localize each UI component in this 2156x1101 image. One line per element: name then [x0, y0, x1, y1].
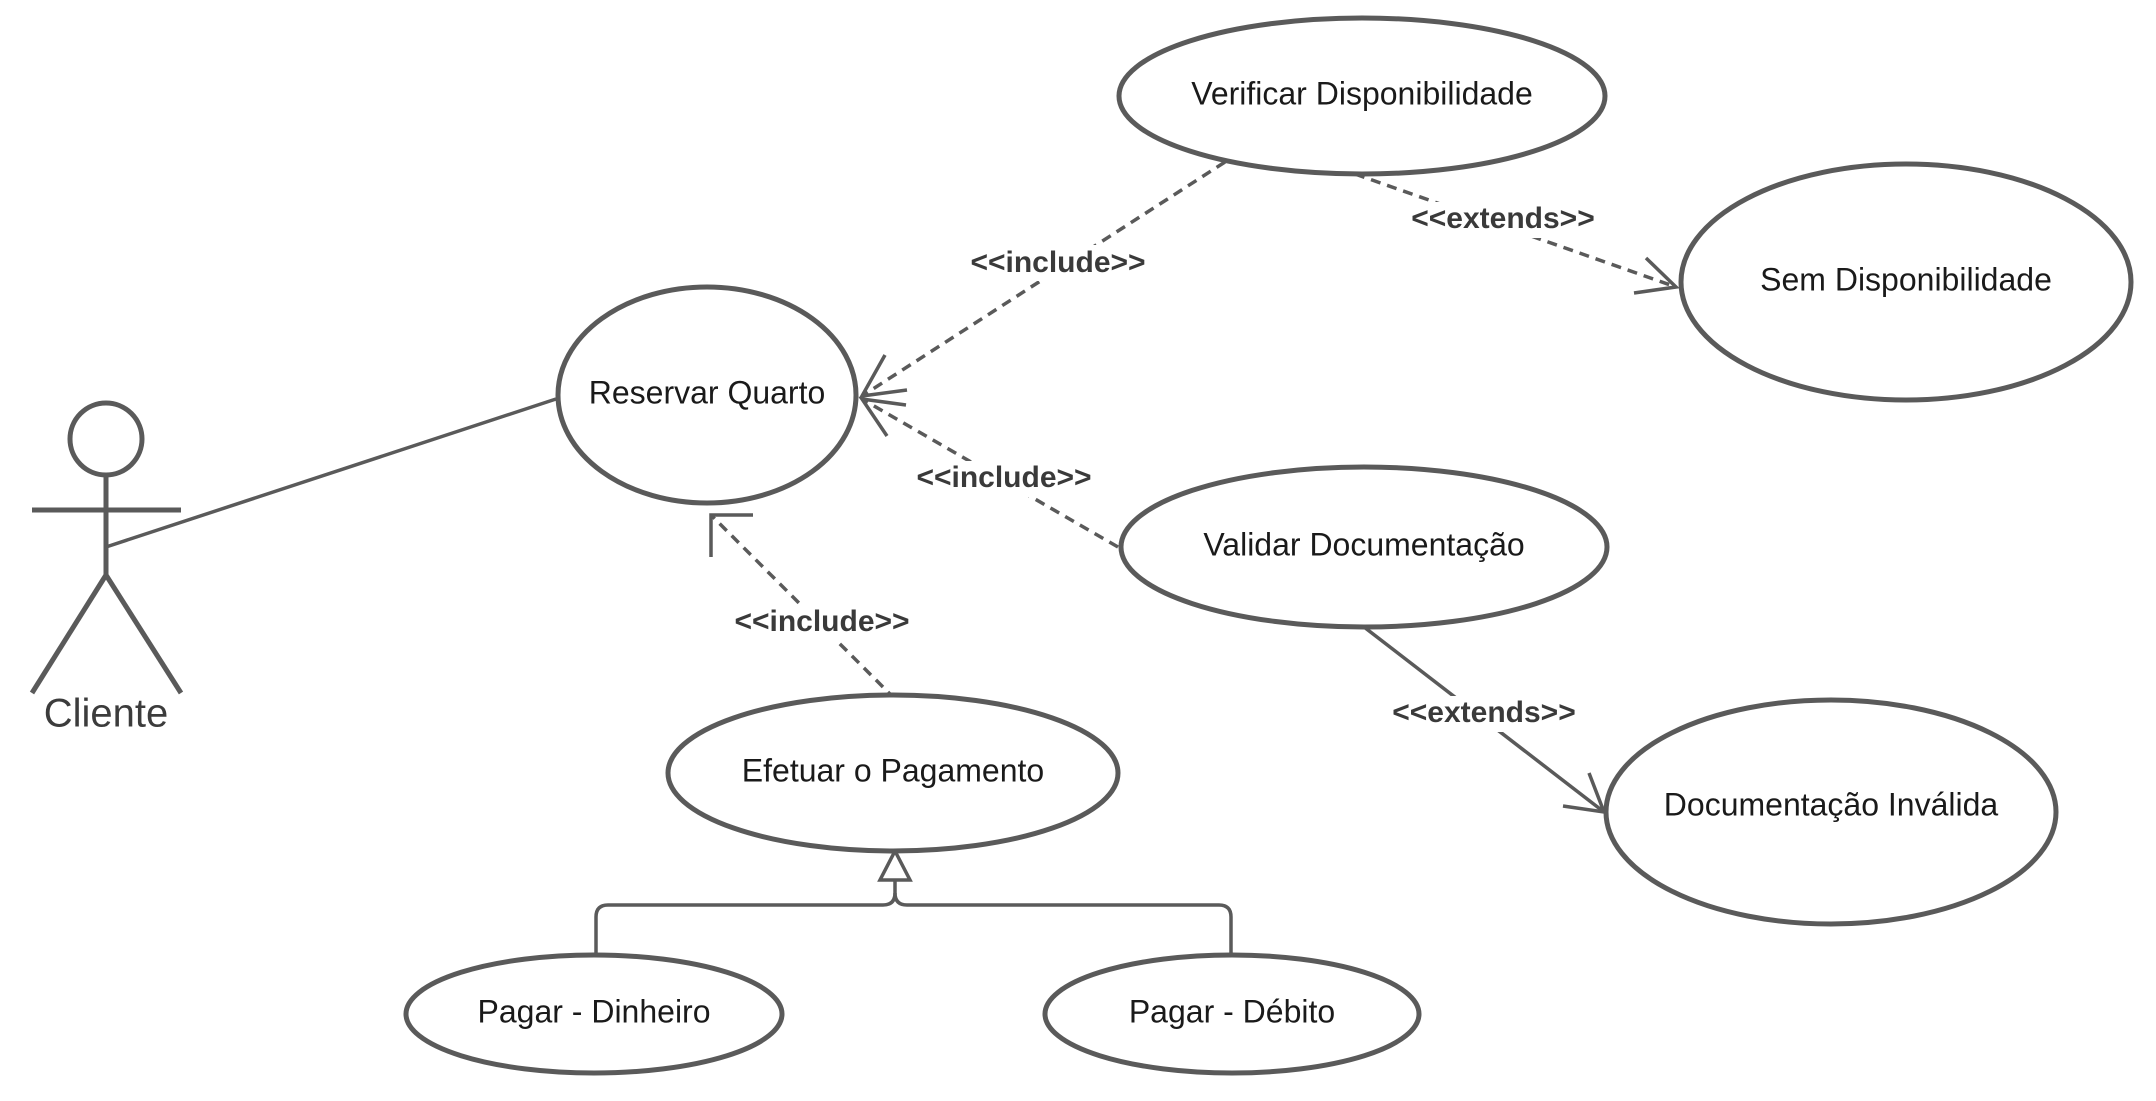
include-pagamento-label: <<include>> — [734, 605, 909, 638]
generalization-debito-line — [893, 892, 1233, 959]
include-verificar-to-reservar — [858, 160, 1226, 399]
actor-name: Cliente — [44, 692, 169, 736]
usecase-documentacao-invalida-shape — [1603, 697, 2059, 927]
usecase-reservar-quarto[interactable]: Reservar Quarto — [555, 284, 859, 506]
usecase-validar-documentacao-shape — [1118, 464, 1610, 630]
usecase-sem-disponibilidade-shape — [1678, 161, 2134, 403]
usecase-verificar-disponibilidade-shape — [1116, 15, 1608, 177]
usecase-pagar-dinheiro[interactable]: Pagar - Dinheiro — [403, 952, 785, 1076]
include-pagamento-line — [709, 513, 897, 701]
include-verificar-label: <<include>> — [970, 246, 1145, 279]
usecase-validar-documentacao-label: Validar Documentação — [1203, 526, 1524, 562]
include-pagamento-arrowhead — [709, 513, 753, 557]
usecase-sem-disponibilidade-label: Sem Disponibilidade — [1760, 261, 2052, 297]
usecase-pagar-debito-label: Pagar - Débito — [1129, 993, 1335, 1029]
generalization-arrowhead — [877, 847, 913, 882]
include-validar-line — [861, 397, 1119, 549]
actor-head — [67, 400, 145, 478]
generalization-pagamento — [594, 847, 1233, 959]
include-verificar-label-bg — [960, 245, 1156, 281]
usecase-pagar-dinheiro-label: Pagar - Dinheiro — [478, 993, 711, 1029]
extends-invalida-label: <<extends>> — [1392, 696, 1575, 729]
usecase-documentacao-invalida-label: Documentação Inválida — [1664, 786, 1999, 822]
usecase-sem-disponibilidade[interactable]: Sem Disponibilidade — [1678, 161, 2134, 403]
include-verificar-arrowhead — [858, 354, 908, 399]
usecase-efetuar-pagamento-label: Efetuar o Pagamento — [742, 752, 1044, 788]
include-validar-label-bg — [906, 461, 1102, 497]
usecase-pagar-debito-shape — [1042, 952, 1422, 1076]
usecase-verificar-disponibilidade[interactable]: Verificar Disponibilidade — [1116, 15, 1608, 177]
extends-invalida-label-bg — [1380, 696, 1588, 732]
usecase-verificar-disponibilidade-label: Verificar Disponibilidade — [1191, 75, 1533, 111]
usecase-validar-documentacao[interactable]: Validar Documentação — [1118, 464, 1610, 630]
stereotype-labels: <<include>> <<include>> <<include>> <<ex… — [724, 202, 1607, 732]
actor-left-leg — [29, 573, 109, 695]
include-validar-to-reservar — [858, 396, 1119, 549]
usecase-documentacao-invalida[interactable]: Documentação Inválida — [1603, 697, 2059, 927]
extends-sem-label-bg — [1399, 202, 1607, 238]
usecase-reservar-quarto-label: Reservar Quarto — [589, 374, 826, 410]
usecase-pagar-dinheiro-shape — [403, 952, 785, 1076]
usecase-efetuar-pagamento[interactable]: Efetuar o Pagamento — [665, 692, 1121, 854]
actor-cliente: Cliente — [29, 400, 184, 736]
include-validar-label: <<include>> — [916, 461, 1091, 494]
include-validar-arrowhead — [858, 396, 907, 437]
include-pagamento-label-bg — [724, 605, 920, 641]
usecase-pagar-debito[interactable]: Pagar - Débito — [1042, 952, 1422, 1076]
extends-sem-label: <<extends>> — [1411, 202, 1594, 235]
include-verificar-line — [861, 160, 1226, 398]
generalization-dinheiro-line — [594, 880, 897, 959]
usecase-efetuar-pagamento-shape — [665, 692, 1121, 854]
association-cliente-reservar — [105, 397, 557, 549]
usecase-reservar-quarto-shape — [555, 284, 859, 506]
extends-sem-arrowhead — [1633, 256, 1680, 295]
include-pagamento-to-reservar — [709, 513, 897, 701]
actor-right-leg — [103, 573, 184, 695]
